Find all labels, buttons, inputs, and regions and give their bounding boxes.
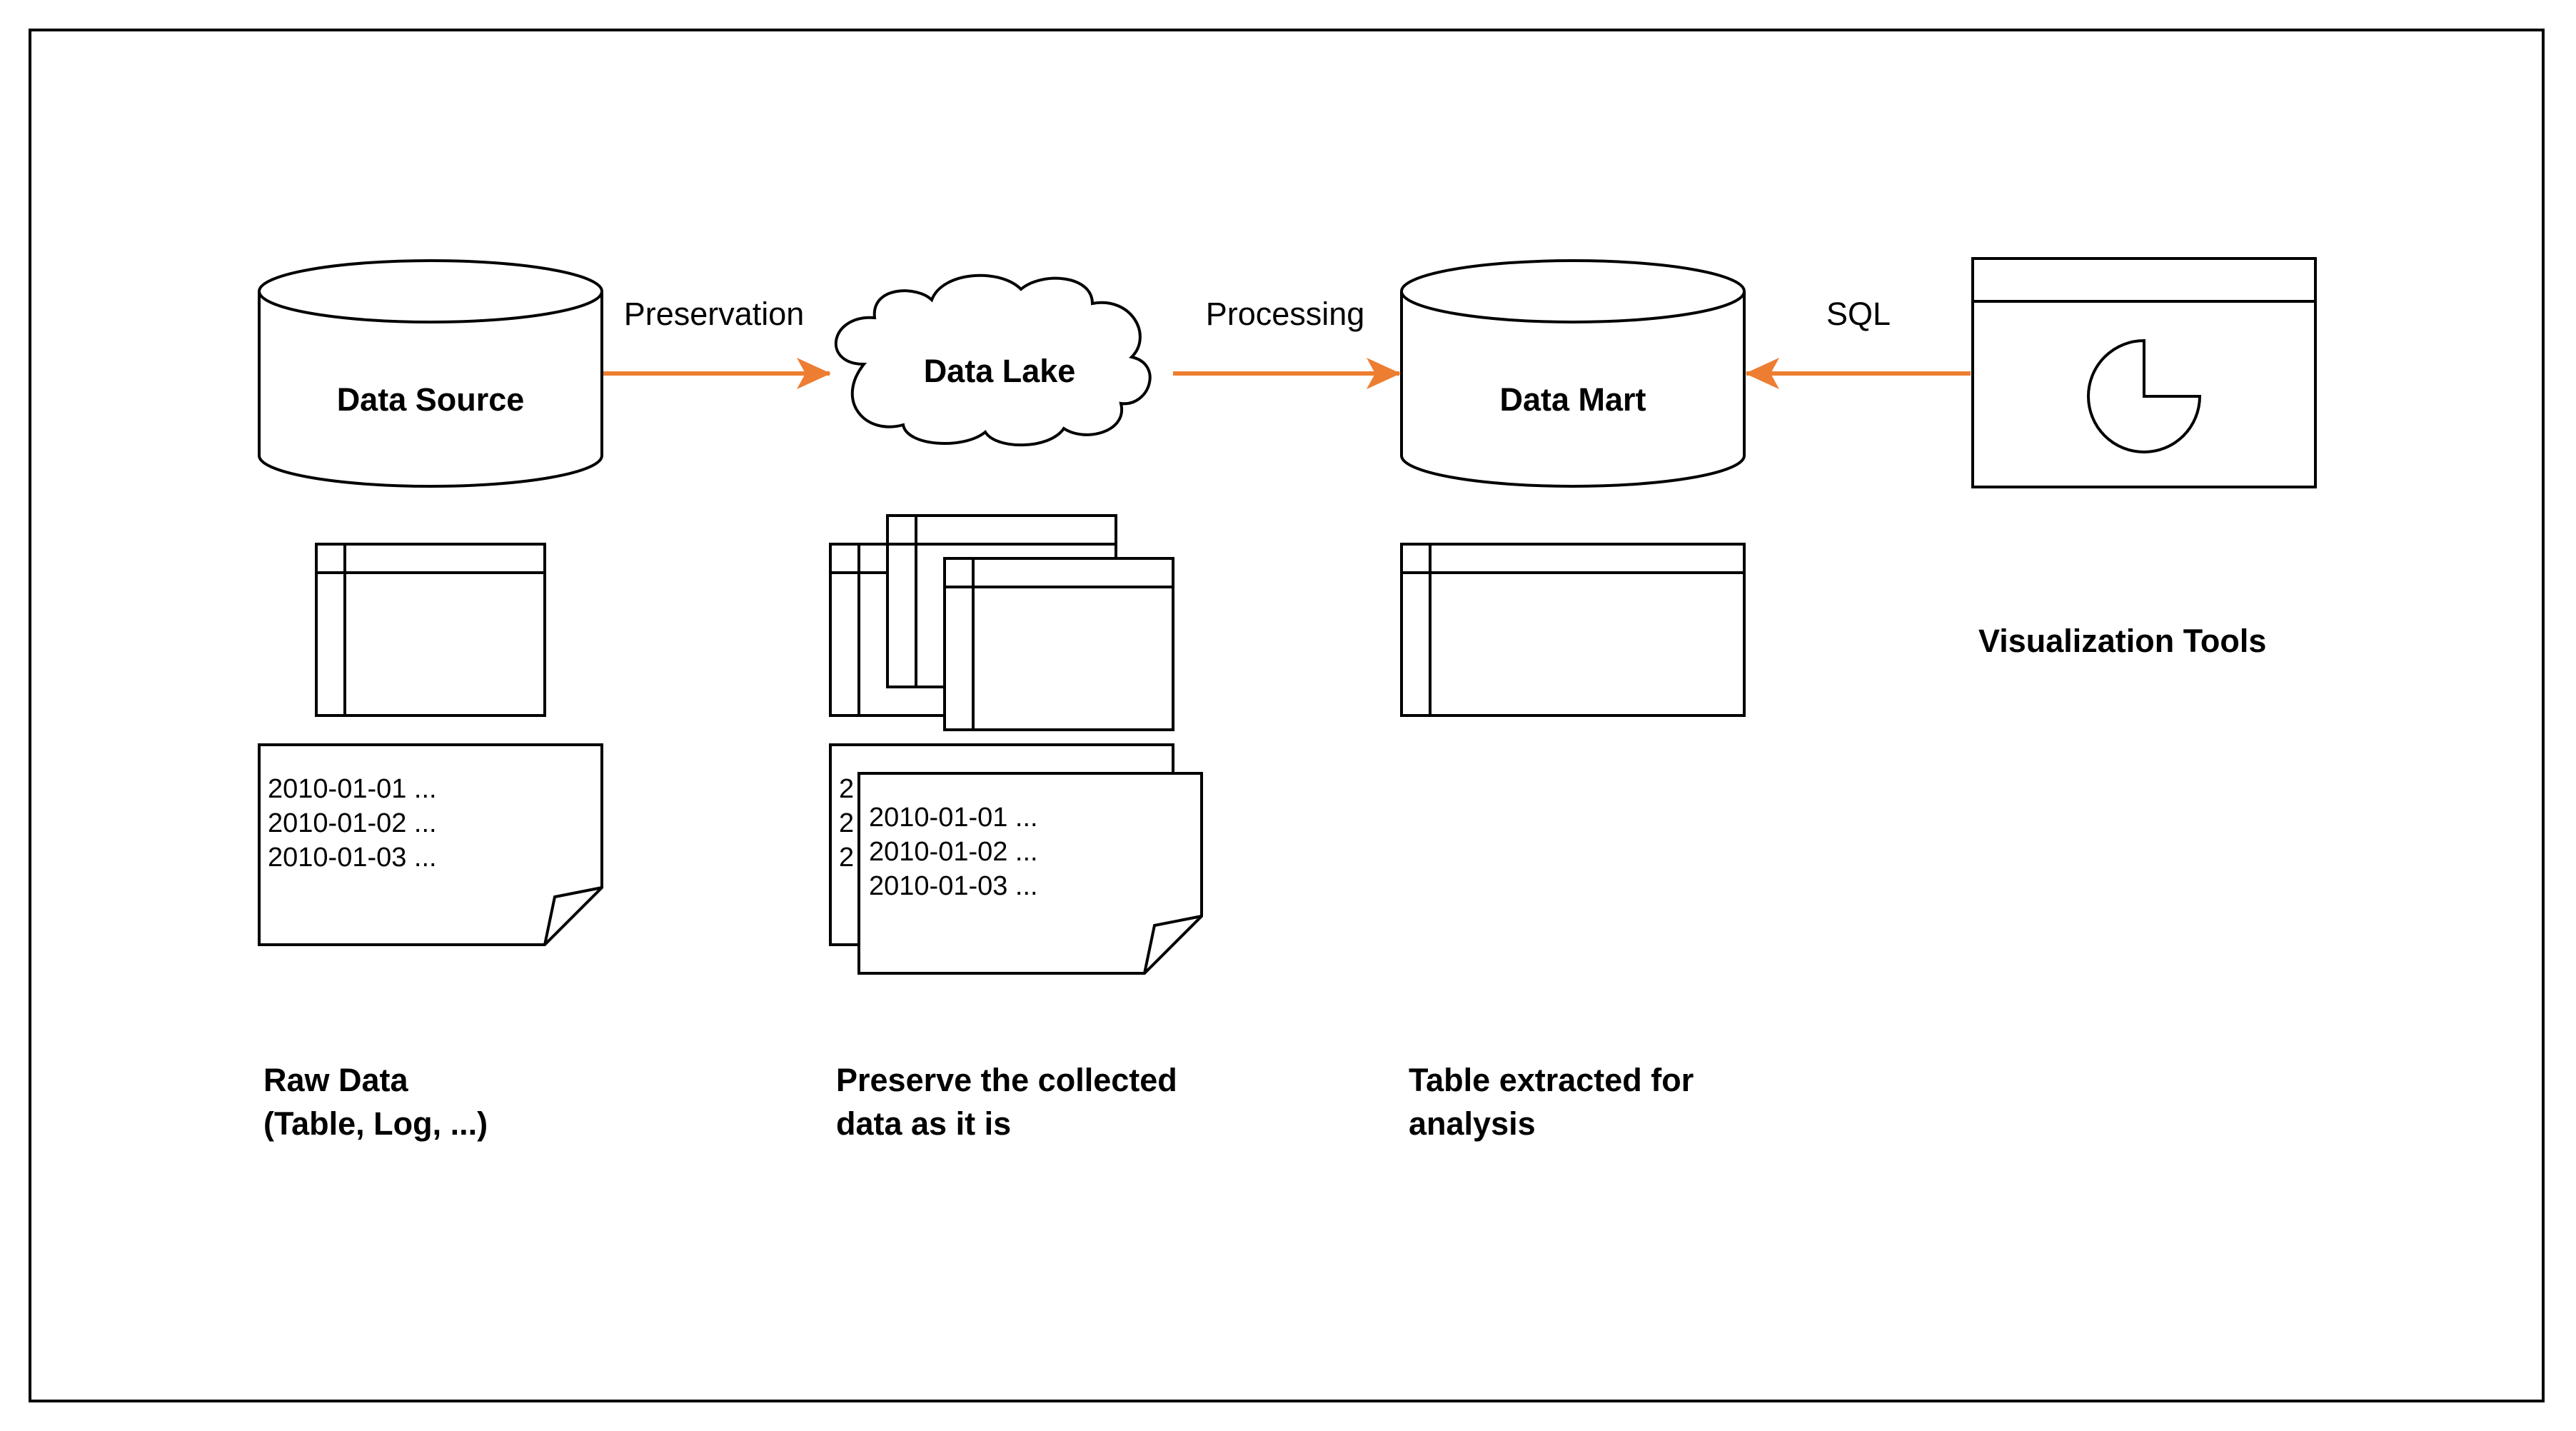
log-line: 2010-01-02 ...	[869, 837, 1038, 867]
caption-line: data as it is	[836, 1105, 1011, 1142]
caption-line: Table extracted for	[1409, 1062, 1694, 1098]
data-mart-label: Data Mart	[1499, 381, 1646, 418]
table-icon-source	[315, 543, 546, 717]
caption-line: Raw Data	[263, 1062, 409, 1098]
table-icon-lake-front	[943, 557, 1174, 731]
log-line-partial: 2	[839, 808, 854, 838]
log-line: 2010-01-01 ...	[268, 774, 437, 804]
data-source-cylinder[interactable]: Data Source	[258, 259, 603, 488]
caption-raw-data: Raw Data (Table, Log, ...)	[263, 1062, 488, 1142]
edge-preservation: Preservation	[603, 296, 831, 389]
data-lake-cloud[interactable]: Data Lake	[834, 273, 1152, 447]
log-document-source: 2010-01-01 ... 2010-01-02 ... 2010-01-03…	[258, 743, 603, 946]
log-line: 2010-01-03 ...	[869, 871, 1038, 901]
log-line: 2010-01-01 ...	[869, 803, 1038, 833]
edge-label-preservation: Preservation	[624, 296, 805, 332]
caption-line: analysis	[1409, 1105, 1536, 1142]
table-icon-mart	[1400, 543, 1746, 717]
log-line-partial: 2	[839, 774, 854, 804]
log-line-partial: 2	[839, 843, 854, 873]
visualization-window[interactable]	[1971, 257, 2317, 488]
data-source-label: Data Source	[337, 381, 525, 418]
visualization-tools-caption: Visualization Tools	[1978, 623, 2266, 659]
data-mart-cylinder[interactable]: Data Mart	[1400, 259, 1746, 488]
edge-processing: Processing	[1173, 296, 1401, 389]
data-lake-label: Data Lake	[924, 353, 1076, 389]
log-line: 2010-01-03 ...	[268, 843, 437, 873]
log-document-stack-lake: 2 2 2 2010-01-01 ... 2010-01-02 ... 2010…	[829, 743, 1203, 975]
edge-label-processing: Processing	[1206, 296, 1365, 332]
table-stack-lake	[829, 514, 1174, 731]
edge-label-sql: SQL	[1826, 296, 1891, 332]
pie-chart-icon	[2087, 338, 2202, 453]
caption-table-extracted: Table extracted for analysis	[1409, 1062, 1694, 1142]
caption-preserve: Preserve the collected data as it is	[836, 1062, 1177, 1142]
log-line: 2010-01-02 ...	[268, 808, 437, 838]
caption-line: Preserve the collected	[836, 1062, 1177, 1098]
log-document-lake-front: 2010-01-01 ... 2010-01-02 ... 2010-01-03…	[857, 772, 1203, 975]
caption-line: (Table, Log, ...)	[263, 1105, 488, 1142]
edge-sql: SQL	[1745, 296, 1971, 389]
